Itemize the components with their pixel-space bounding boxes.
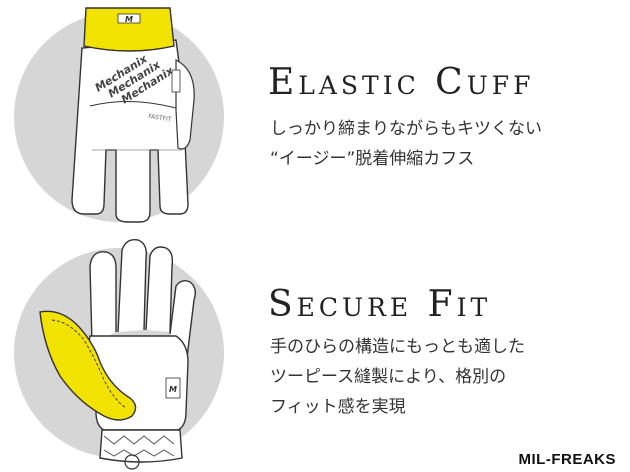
- elastic-cuff-panel: M Mechanix Mechanix Mechanix FASTFIT Ela…: [14, 7, 542, 223]
- site-watermark: MIL-FREAKS: [518, 451, 616, 468]
- cuff-logo-text: M: [125, 15, 133, 24]
- glove-model-label: FASTFIT: [148, 113, 172, 123]
- cuff-logo-badge: [117, 13, 141, 24]
- glove-palm-illustration: M: [39, 239, 197, 470]
- description-line: しっかり締まりながらもキツくない: [270, 119, 542, 139]
- feature-description-secure-fit: 手のひらの構造にもっとも適した ツーピース縫製により、格別の フィット感を実現: [270, 332, 525, 422]
- palm-tag: [165, 377, 181, 399]
- description-line: 手のひらの構造にもっとも適した: [270, 337, 525, 357]
- feature-description-elastic-cuff: しっかり締まりながらもキツくない “イージー”脱着伸縮カフス: [270, 114, 542, 174]
- palm-tag-logo: M: [169, 385, 177, 394]
- glove-back-illustration: M Mechanix Mechanix Mechanix FASTFIT: [71, 7, 195, 223]
- description-line: ツーピース縫製により、格別の: [270, 367, 507, 387]
- feature-title-elastic-cuff: Elastic Cuff: [268, 62, 535, 103]
- description-line: フィット感を実現: [270, 397, 406, 417]
- feature-title-secure-fit: Secure Fit: [268, 284, 492, 325]
- secure-fit-panel: M Secure Fit 手のひらの構造にもっとも適した ツーピース縫製により、…: [0, 236, 630, 472]
- description-line: “イージー”脱着伸縮カフス: [270, 149, 475, 169]
